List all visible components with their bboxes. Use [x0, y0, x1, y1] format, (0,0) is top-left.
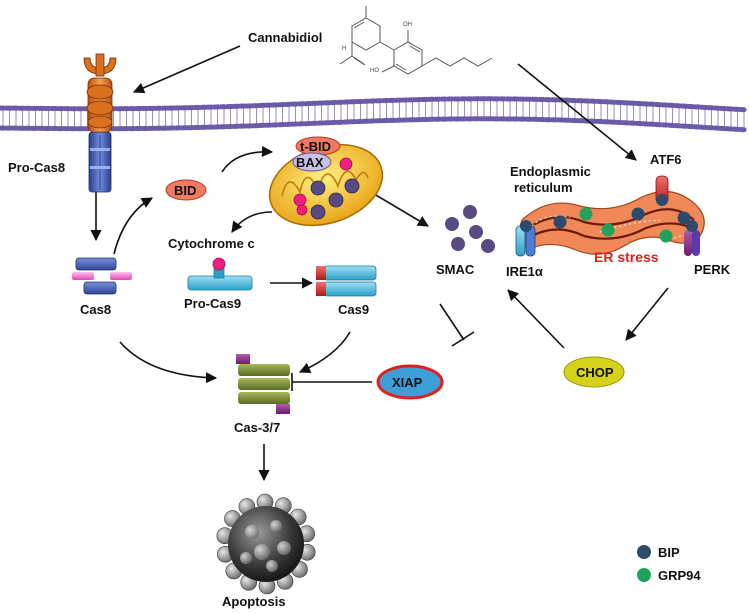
- chop-label: CHOP: [576, 365, 614, 380]
- arrow-cas9-to-cas37: [298, 331, 351, 374]
- pathway-arrows: [90, 45, 669, 482]
- apoptotic-cell: [216, 493, 316, 595]
- inhibit-smac-xiap-bar: [451, 331, 475, 347]
- pro-cas8-label: Pro-Cas8: [8, 160, 65, 175]
- legend-grp94-label: GRP94: [658, 568, 701, 583]
- perk-label: PERK: [694, 262, 731, 277]
- cas8-label: Cas8: [80, 302, 111, 317]
- t-bid-label: t-BID: [300, 139, 331, 154]
- cas37-protein: [236, 354, 290, 414]
- arrow-mito-to-cytc: [231, 211, 273, 233]
- perk-receptor: [684, 220, 700, 256]
- arrow-er-to-chop: [625, 287, 669, 341]
- ire1a-receptor: [515, 220, 536, 257]
- smac-label: SMAC: [436, 262, 475, 277]
- cas9-label: Cas9: [338, 302, 369, 317]
- cell-membrane: [0, 96, 747, 133]
- death-receptor: [83, 53, 117, 193]
- ire1a-label: IRE1α: [506, 264, 543, 279]
- pro-cas9-label: Pro-Cas9: [184, 296, 241, 311]
- cas9-protein: [316, 265, 377, 297]
- pro-cas9-protein: [187, 257, 253, 291]
- er-label-line2: reticulum: [514, 180, 573, 195]
- tbid-bax-complex: [292, 136, 341, 172]
- bid-label: BID: [174, 183, 196, 198]
- cas8-protein: [72, 257, 132, 295]
- xiap-label: XIAP: [392, 375, 423, 390]
- legend-bip-icon: [637, 545, 651, 559]
- cannabidiol-label: Cannabidiol: [248, 30, 322, 45]
- arrow-cas8-to-bid: [113, 197, 153, 255]
- atf6-receptor: [655, 175, 669, 206]
- arrow-chop-to-smac: [507, 289, 565, 349]
- smac-cluster: [445, 205, 495, 253]
- endoplasmic-reticulum: [518, 190, 705, 255]
- chop-node: [563, 356, 625, 388]
- arrow-cbd-to-procas8: [132, 45, 241, 94]
- molecule-ho-label: HO: [370, 68, 379, 74]
- inhibit-smac-xiap: [439, 303, 465, 341]
- apoptosis-label: Apoptosis: [222, 594, 286, 609]
- legend-bip-label: BIP: [658, 545, 680, 560]
- xiap-node: [376, 364, 444, 400]
- molecule-h-label: H: [342, 46, 346, 52]
- legend-grp94-icon: [637, 568, 651, 582]
- arrow-cbd-to-er: [517, 63, 637, 161]
- molecule-oh-label: OH: [403, 22, 412, 28]
- bid-node: [165, 179, 207, 201]
- atf6-label: ATF6: [650, 152, 682, 167]
- er-stress-label: ER stress: [594, 249, 659, 265]
- arrow-bid-to-tbid: [221, 145, 274, 173]
- er-label-line1: Endoplasmic: [510, 164, 591, 179]
- arrow-cas8-to-cas37: [119, 341, 218, 384]
- bax-label: BAX: [296, 155, 324, 170]
- legend: BIP GRP94: [637, 545, 701, 583]
- cytochrome-c-label: Cytochrome c: [168, 236, 255, 251]
- cas37-label: Cas-3/7: [234, 420, 280, 435]
- cannabidiol-molecule: [339, 6, 493, 75]
